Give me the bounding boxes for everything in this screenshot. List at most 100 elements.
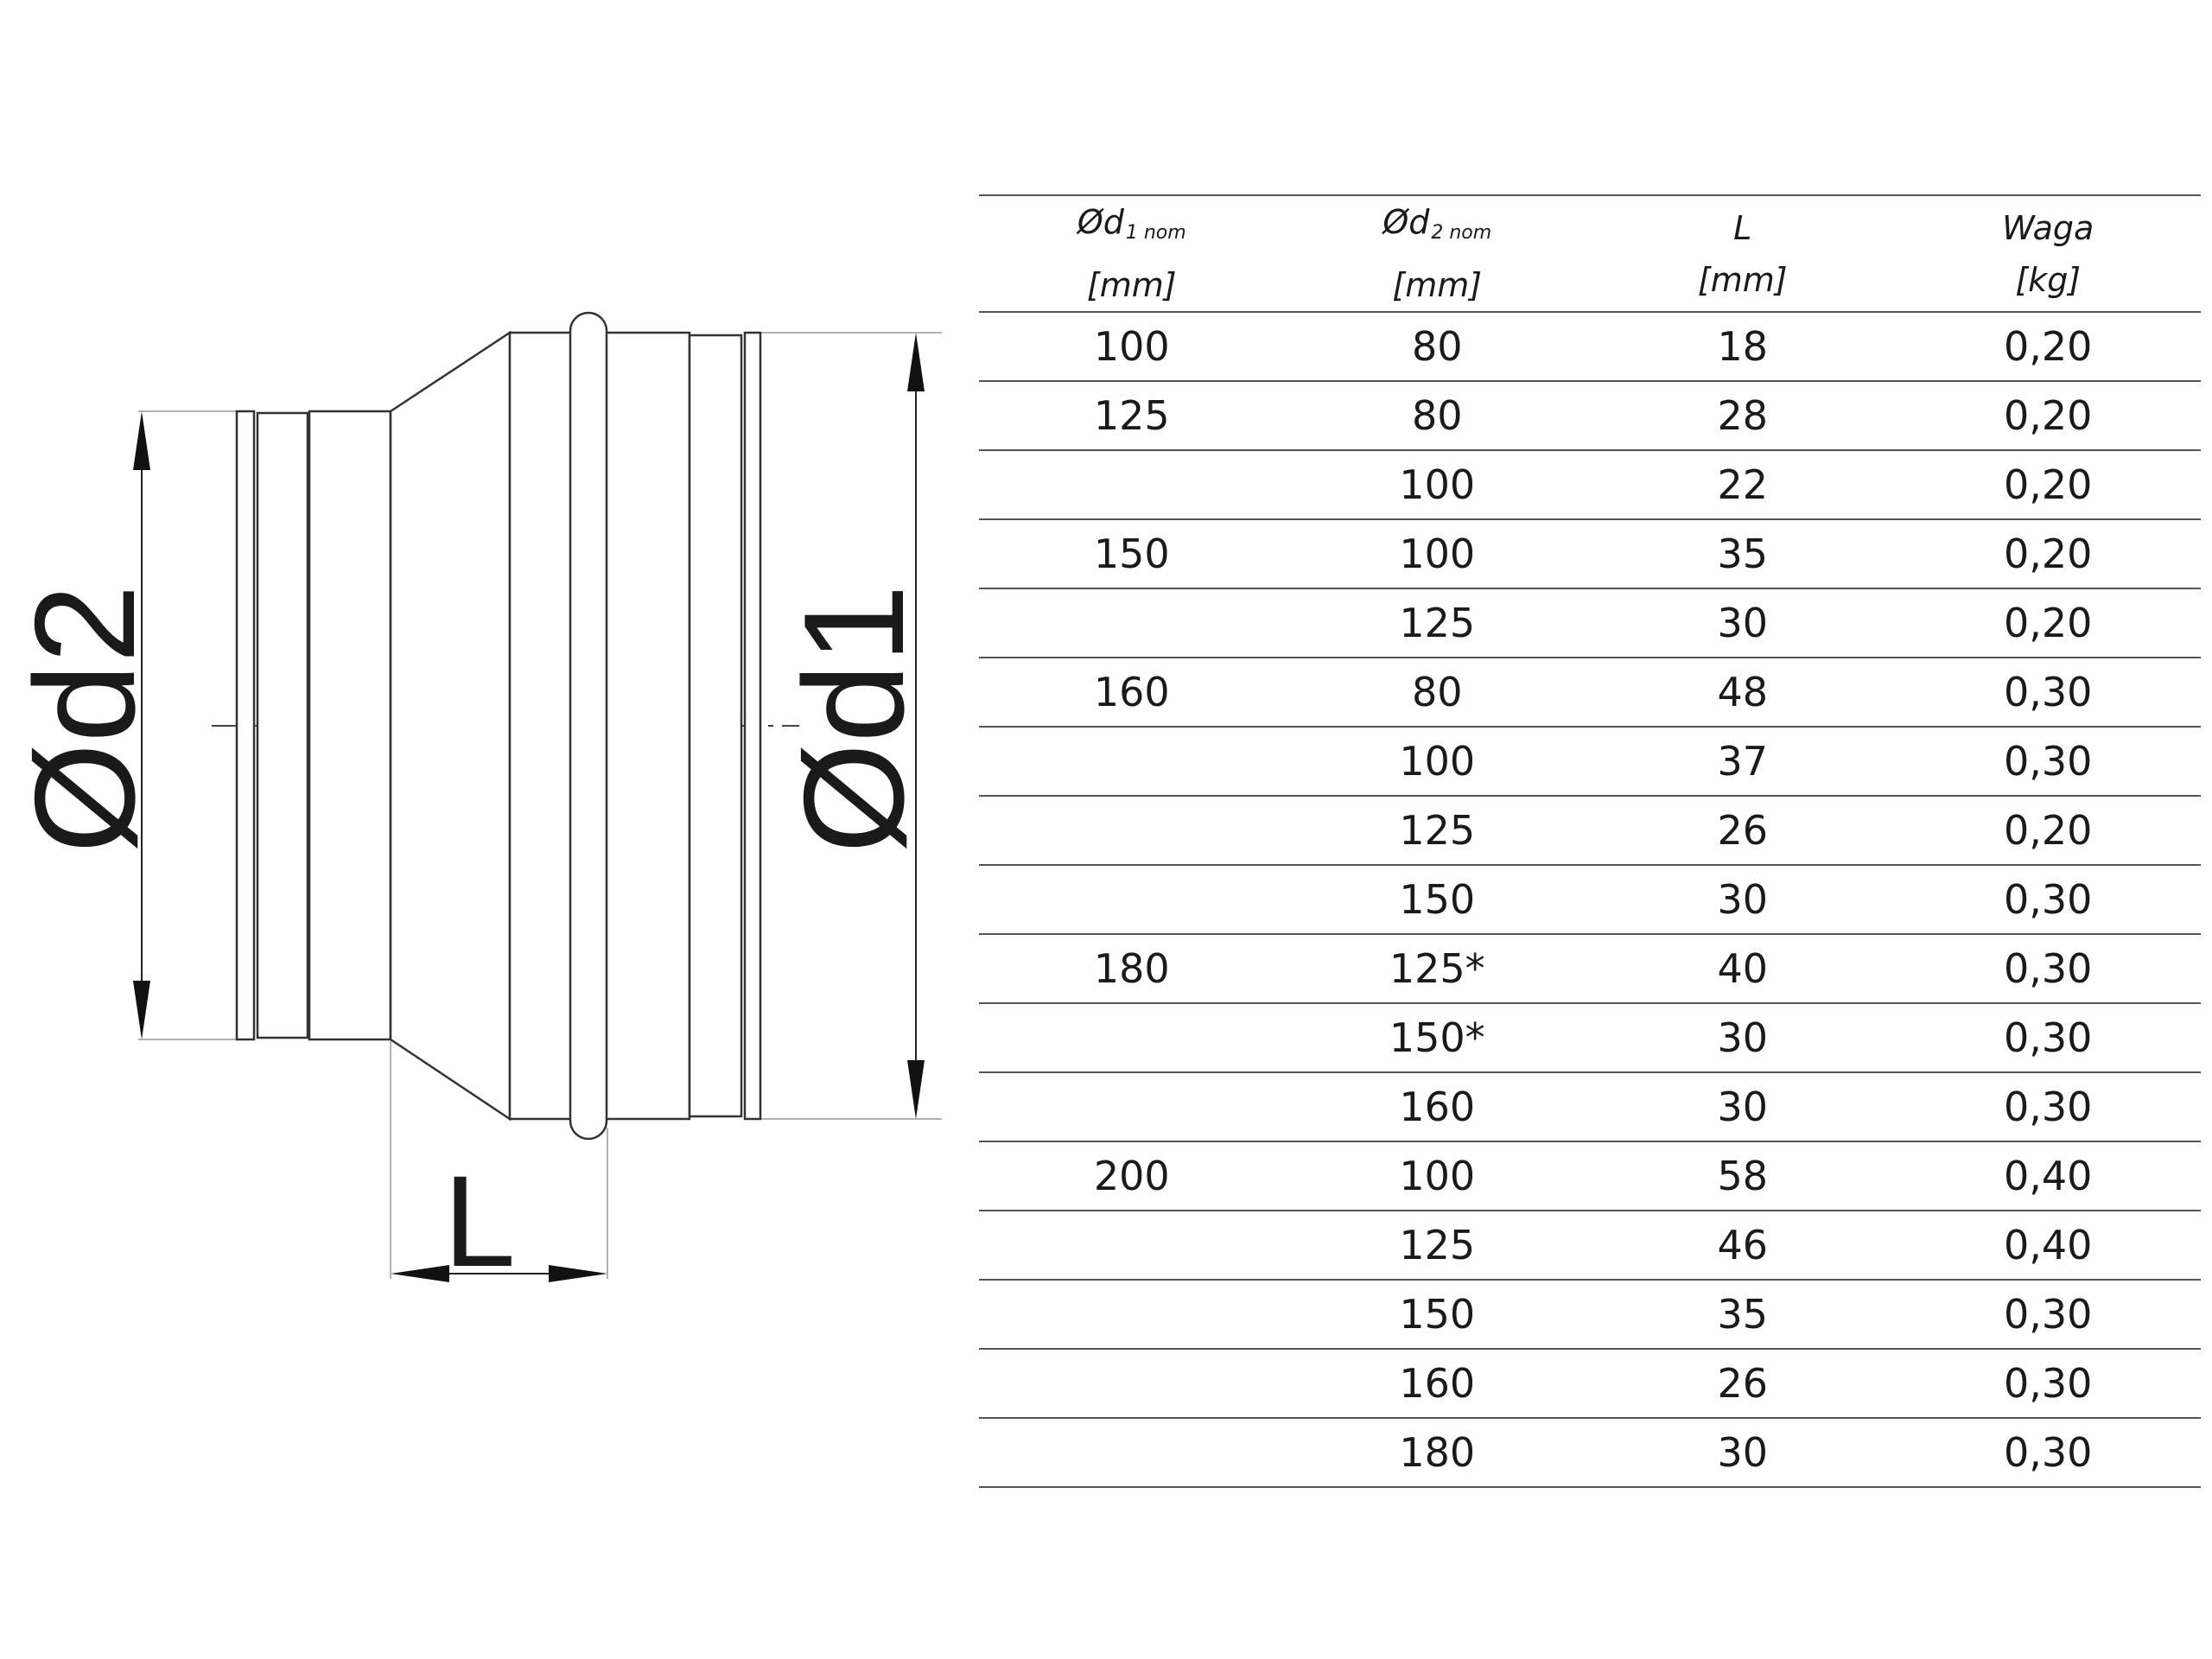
arrow-down-icon (133, 981, 150, 1039)
cell-d1-nom (979, 1072, 1285, 1142)
cell-L: 40 (1590, 934, 1896, 1004)
cell-d1-nom: 100 (979, 312, 1285, 382)
cell-d1-nom (979, 1418, 1285, 1488)
header-label: L (1590, 202, 1896, 254)
cell-weight: 0,30 (1895, 1072, 2201, 1142)
cell-weight: 0,20 (1895, 381, 2201, 451)
cell-weight: 0,30 (1895, 727, 2201, 797)
cell-d1-nom: 160 (979, 658, 1285, 728)
cell-L: 26 (1590, 796, 1896, 866)
table-header-row: Ød1 nom[mm]Ød2 nom[mm]L[mm]Waga[kg] (979, 194, 2202, 313)
cell-L: 30 (1590, 1072, 1896, 1142)
cell-L: 26 (1590, 1349, 1896, 1419)
header-subscript: 1 nom (1125, 222, 1186, 244)
header-unit: [mm] (1697, 260, 1788, 299)
cell-d1-nom (979, 1003, 1285, 1073)
header-unit: [kg] (2015, 260, 2082, 299)
cell-d1-nom: 200 (979, 1141, 1285, 1211)
arrow-right-icon (549, 1265, 607, 1282)
cell-L: 30 (1590, 865, 1896, 935)
dim-label-L: L (443, 1148, 515, 1294)
cell-d2-nom: 160 (1284, 1072, 1590, 1142)
dim-label-d2: Ød2 (5, 584, 164, 854)
cell-d1-nom (979, 450, 1285, 520)
cell-weight: 0,30 (1895, 1349, 2201, 1419)
large-end-lip (743, 331, 762, 1121)
cell-L: 18 (1590, 312, 1896, 382)
cell-d1-nom (979, 727, 1285, 797)
cell-d1-nom (979, 865, 1285, 935)
cell-d2-nom: 80 (1284, 658, 1590, 728)
cell-d2-nom: 150* (1284, 1003, 1590, 1073)
cell-d2-nom: 100 (1284, 519, 1590, 589)
cell-d2-nom: 150 (1284, 865, 1590, 935)
header-main: Ød (1077, 203, 1124, 241)
small-end-body (308, 410, 392, 1041)
cell-d2-nom: 100 (1284, 450, 1590, 520)
header-main: Waga (2002, 208, 2094, 247)
arrow-up-icon (907, 333, 925, 391)
reducer-cone (389, 330, 512, 1122)
cell-weight: 0,30 (1895, 1280, 2201, 1350)
cell-weight: 0,30 (1895, 1418, 2201, 1488)
cell-weight: 0,30 (1895, 1003, 2201, 1073)
cell-L: 30 (1590, 1003, 1896, 1073)
cell-weight: 0,30 (1895, 934, 2201, 1004)
cell-L: 22 (1590, 450, 1896, 520)
cell-d2-nom: 80 (1284, 381, 1590, 451)
cell-d2-nom: 125* (1284, 934, 1590, 1004)
small-end-lip (235, 410, 256, 1041)
cell-d1-nom: 180 (979, 934, 1285, 1004)
cell-d2-nom: 160 (1284, 1349, 1590, 1419)
cell-d1-nom (979, 1211, 1285, 1281)
cell-L: 35 (1590, 1280, 1896, 1350)
cell-L: 28 (1590, 381, 1896, 451)
cell-weight: 0,20 (1895, 796, 2201, 866)
cell-d2-nom: 180 (1284, 1418, 1590, 1488)
cell-weight: 0,40 (1895, 1141, 2201, 1211)
header-unit: [mm] (1392, 266, 1483, 304)
arrow-left-icon (391, 1265, 449, 1282)
cell-d1-nom (979, 1280, 1285, 1350)
header-label: Waga (1896, 202, 2202, 254)
cell-d2-nom: 100 (1284, 1141, 1590, 1211)
header-label: Ød1 nom (979, 196, 1285, 259)
header-L: L [mm] (1590, 194, 1896, 313)
cell-d1-nom (979, 1349, 1285, 1419)
cell-L: 30 (1590, 1418, 1896, 1488)
header-d2-nom: Ød2 nom[mm] (1284, 194, 1590, 313)
arrow-down-icon (907, 1060, 925, 1119)
cell-L: 30 (1590, 588, 1896, 658)
dim-label-d1: Ød1 (774, 584, 933, 854)
header-weight: Waga [kg] (1895, 194, 2202, 313)
gasket-ring (569, 311, 608, 1141)
cell-d1-nom: 125 (979, 381, 1285, 451)
cell-d1-nom (979, 796, 1285, 866)
cell-d2-nom: 150 (1284, 1280, 1590, 1350)
cell-d2-nom: 125 (1284, 588, 1590, 658)
cell-weight: 0,20 (1895, 450, 2201, 520)
cell-L: 46 (1590, 1211, 1896, 1281)
cell-L: 48 (1590, 658, 1896, 728)
cell-weight: 0,20 (1895, 519, 2201, 589)
cell-weight: 0,30 (1895, 865, 2201, 935)
cell-weight: 0,20 (1895, 312, 2201, 382)
cell-L: 58 (1590, 1141, 1896, 1211)
header-subscript: 2 nom (1431, 222, 1492, 244)
